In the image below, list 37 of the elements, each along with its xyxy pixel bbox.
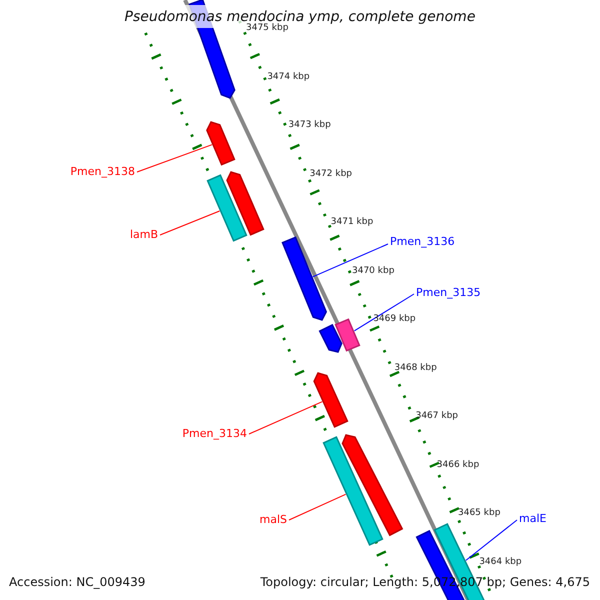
tick-label: 3468 kbp xyxy=(394,364,437,372)
tick-label: 3464 kbp xyxy=(479,558,522,566)
gene-block xyxy=(282,236,328,321)
gene-label: Pmen_3135 xyxy=(416,287,481,298)
leader-line xyxy=(465,520,518,561)
tick-label: 3469 kbp xyxy=(373,315,416,324)
tick-label: 3474 kbp xyxy=(267,72,310,82)
tick-label: 3466 kbp xyxy=(436,460,480,470)
tick-label: 3471 kbp xyxy=(330,218,374,227)
leader-line xyxy=(354,294,414,332)
leader-line xyxy=(160,210,220,236)
tick-label: 3467 kbp xyxy=(416,412,458,421)
gene-label: lamB xyxy=(130,229,158,240)
gene-label: Pmen_3138 xyxy=(70,166,135,177)
gene-block xyxy=(342,434,404,536)
tick-label: 3470 kbp xyxy=(352,266,394,276)
leader-line xyxy=(248,401,323,434)
gene-block xyxy=(322,436,384,546)
genome-stats-label: Topology: circular; Length: 5,072,807 bp; Genes: 4,675 xyxy=(260,576,590,588)
leader-line xyxy=(288,494,346,520)
accession-label: Accession: NC_009439 xyxy=(9,576,146,588)
gene-label: Pmen_3134 xyxy=(182,428,247,439)
gene-label: malS xyxy=(260,514,287,525)
tick-label: 3472 kbp xyxy=(310,170,352,178)
gene-block xyxy=(313,372,348,428)
gene-block xyxy=(318,324,342,353)
leader-line xyxy=(136,144,212,172)
gene-block xyxy=(206,174,248,242)
gene-label: malE xyxy=(519,513,546,524)
tick-label: 3465 kbp xyxy=(458,509,500,518)
tick-label: 3473 kbp xyxy=(288,121,331,130)
gene-block xyxy=(226,171,264,236)
leader-line xyxy=(312,244,388,278)
gene-block xyxy=(206,121,236,166)
gene-label: Pmen_3136 xyxy=(390,236,455,247)
gene-block xyxy=(334,318,360,352)
tick-label: 3475 kbp xyxy=(246,24,288,33)
